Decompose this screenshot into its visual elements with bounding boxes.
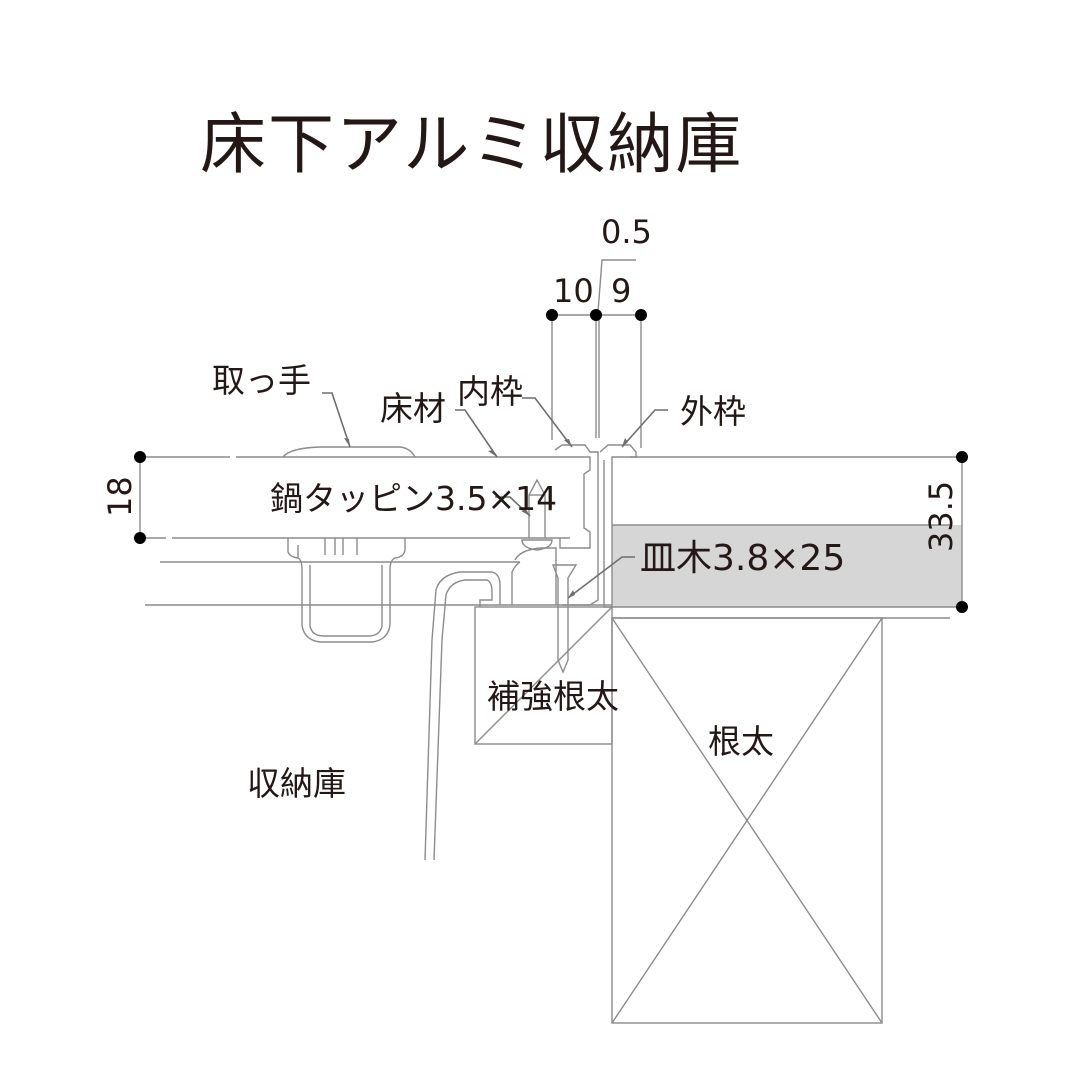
label-flooring: 床材 xyxy=(380,389,446,428)
dimension-total-height: 33.5 xyxy=(922,480,960,552)
label-reinforcing-joist: 補強根太 xyxy=(487,677,619,716)
dimension-outer-frame-width: 9 xyxy=(611,272,632,310)
label-ledger: 皿木3.8×25 xyxy=(640,538,846,579)
dimension-floor-thickness: 18 xyxy=(101,476,139,517)
label-joist: 根太 xyxy=(708,722,774,761)
label-storage: 収納庫 xyxy=(247,764,346,803)
label-screw: 鍋タッピン3.5×14 xyxy=(270,479,558,518)
dimension-inner-frame-width: 10 xyxy=(553,272,594,310)
label-outer-frame: 外枠 xyxy=(680,392,746,431)
label-inner-frame: 内枠 xyxy=(457,372,523,411)
page-title: 床下アルミ収納庫 xyxy=(200,106,744,183)
dimension-top-gap: 0.5 xyxy=(601,213,652,251)
label-handle: 取っ手 xyxy=(212,361,311,400)
ledger-fill xyxy=(612,525,962,607)
